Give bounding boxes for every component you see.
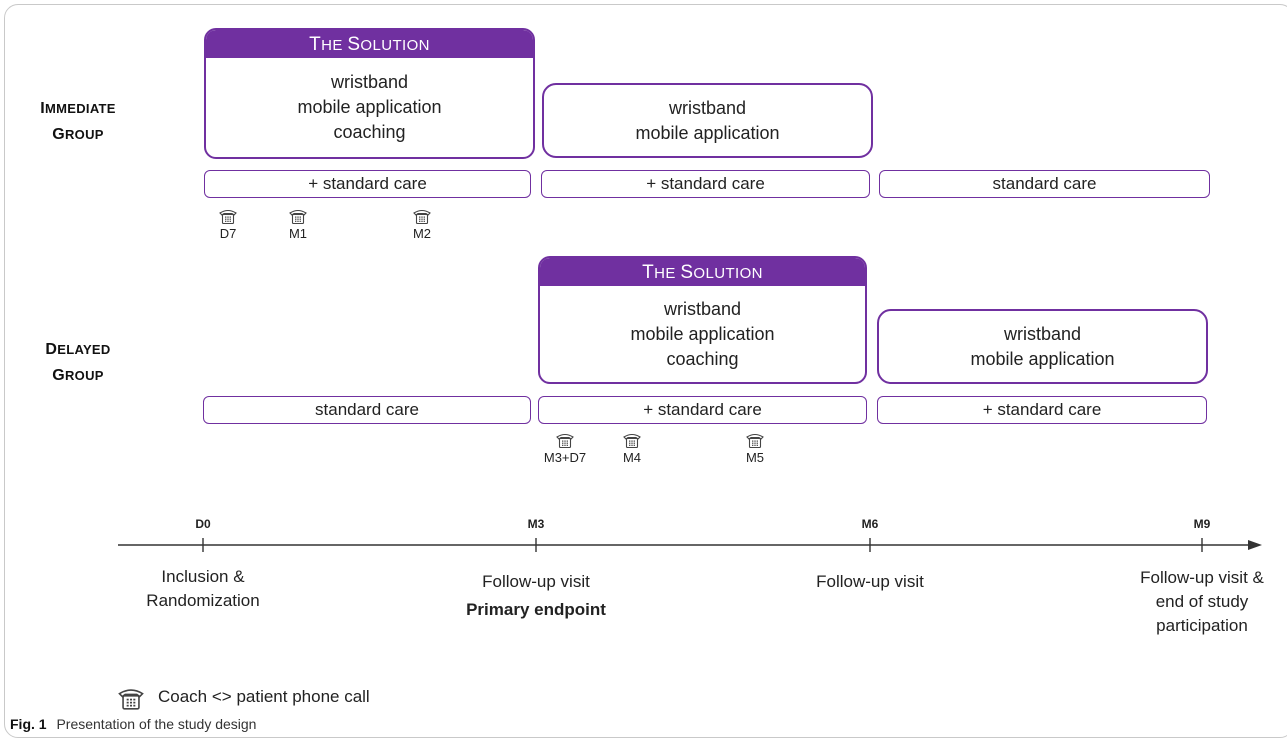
- delayed-solution-box: THE SOLUTION wristband mobile applicatio…: [538, 256, 867, 384]
- care-bar: + standard care: [541, 170, 870, 198]
- event-m9: Follow-up visit & end of study participa…: [1107, 566, 1287, 638]
- timeline-axis: [118, 538, 1262, 552]
- care-bar: standard care: [203, 396, 531, 424]
- care-bar: + standard care: [877, 396, 1207, 424]
- event-text: Follow-up visit &: [1140, 568, 1264, 587]
- event-text: participation: [1156, 616, 1248, 635]
- tick-label-m9: M9: [1193, 517, 1211, 531]
- phone-call-m4: M4: [602, 431, 662, 465]
- immediate-label-line2: GROUP: [52, 126, 104, 143]
- phone-call-m5: M5: [725, 431, 785, 465]
- primary-endpoint: Primary endpoint: [466, 600, 606, 619]
- box-item: mobile application: [970, 348, 1115, 369]
- care-bar: + standard care: [204, 170, 531, 198]
- legend-text: Coach <> patient phone call: [158, 687, 370, 706]
- solution-contents: wristband mobile application coaching: [540, 286, 865, 382]
- box-item: wristband: [1003, 323, 1082, 344]
- figure-frame: [4, 4, 1287, 738]
- event-text: Randomization: [146, 591, 260, 610]
- event-m6: Follow-up visit: [780, 570, 960, 594]
- event-text: Inclusion &: [161, 567, 245, 586]
- phone-call-m3d7: M3+D7: [535, 431, 595, 465]
- care-bar: standard care: [879, 170, 1210, 198]
- phone-call-m1: M1: [268, 207, 328, 241]
- call-label: D7: [219, 226, 237, 241]
- solution-header: THE SOLUTION: [540, 258, 865, 286]
- caption-label: Fig. 1: [10, 716, 47, 732]
- figure-caption: Fig. 1 Presentation of the study design: [10, 716, 256, 732]
- event-text: end of study: [1155, 592, 1249, 611]
- call-label: M5: [745, 450, 765, 465]
- telephone-icon: [535, 431, 595, 449]
- box-item: wristband: [668, 97, 747, 118]
- event-text: Follow-up visit: [482, 572, 590, 591]
- solution-item: coaching: [333, 122, 406, 142]
- solution-header: THE SOLUTION: [206, 30, 533, 58]
- telephone-icon: [392, 207, 452, 225]
- care-bar: + standard care: [538, 396, 867, 424]
- solution-item: wristband: [663, 298, 742, 319]
- immediate-label-line1: IMMEDIATE: [40, 100, 116, 117]
- delayed-group-label: DELAYED GROUP: [28, 337, 128, 389]
- solution-item: mobile application: [630, 323, 775, 344]
- box-item: mobile application: [635, 122, 780, 143]
- call-label: M2: [412, 226, 432, 241]
- call-label: M3+D7: [543, 450, 587, 465]
- delayed-label-line1: DELAYED: [45, 341, 111, 358]
- timeline-arrowhead: [1248, 540, 1262, 550]
- telephone-icon: [268, 207, 328, 225]
- immediate-phase2-box: wristband mobile application: [542, 83, 873, 158]
- solution-contents: wristband mobile application coaching: [206, 58, 533, 157]
- telephone-icon: [198, 207, 258, 225]
- immediate-group-label: IMMEDIATE GROUP: [28, 96, 128, 148]
- solution-item: wristband: [330, 72, 409, 92]
- event-m3: Follow-up visit Primary endpoint: [446, 570, 626, 622]
- tick-label-m6: M6: [861, 517, 879, 531]
- telephone-icon: [116, 685, 146, 716]
- solution-item: coaching: [666, 348, 739, 369]
- immediate-solution-box: THE SOLUTION wristband mobile applicatio…: [204, 28, 535, 159]
- telephone-icon: [725, 431, 785, 449]
- phone-call-m2: M2: [392, 207, 452, 241]
- event-d0: Inclusion & Randomization: [123, 565, 283, 613]
- call-label: M1: [288, 226, 308, 241]
- caption-text: Presentation of the study design: [56, 716, 257, 732]
- call-label: M4: [622, 450, 642, 465]
- solution-item: mobile application: [297, 97, 442, 117]
- phone-call-d7: D7: [198, 207, 258, 241]
- delayed-label-line2: GROUP: [52, 367, 104, 384]
- event-text: Follow-up visit: [816, 572, 924, 591]
- telephone-icon: [602, 431, 662, 449]
- tick-label-d0: D0: [195, 517, 211, 531]
- delayed-phase3-box: wristband mobile application: [877, 309, 1208, 384]
- tick-label-m3: M3: [527, 517, 545, 531]
